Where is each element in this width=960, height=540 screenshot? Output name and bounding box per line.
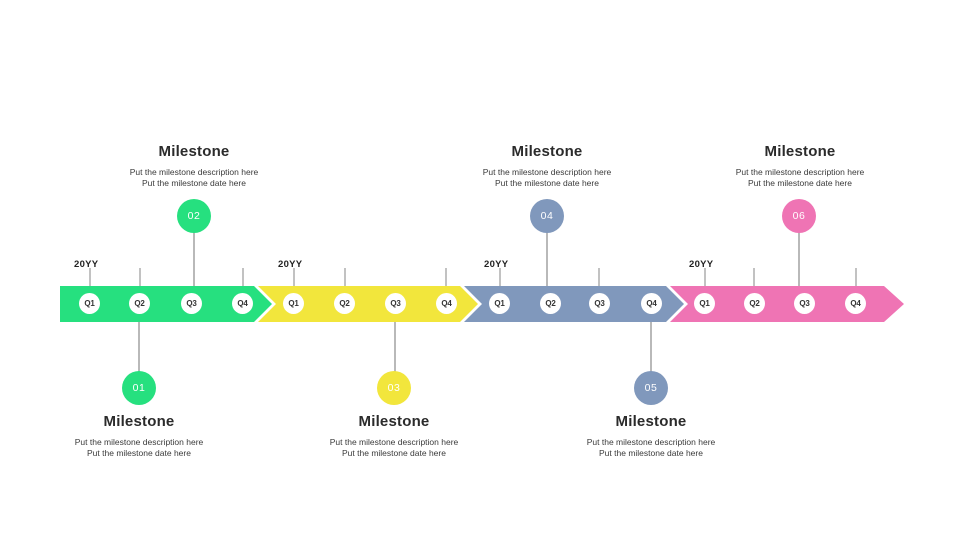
milestone-description: Put the milestone description here Put t…: [9, 437, 269, 459]
milestone-description: Put the milestone description here Put t…: [417, 167, 677, 189]
quarter-badge-q3[interactable]: Q3: [181, 293, 202, 314]
milestone-callout-03: Milestone Put the milestone description …: [264, 413, 524, 459]
milestone-callout-01: Milestone Put the milestone description …: [9, 413, 269, 459]
milestone-description-line2: Put the milestone date here: [495, 178, 599, 188]
quarter-badge-q2[interactable]: Q2: [540, 293, 561, 314]
milestone-circle-05[interactable]: 05: [634, 371, 668, 405]
milestone-title: Milestone: [615, 413, 687, 430]
quarter-tick: [293, 268, 295, 286]
milestone-title: Milestone: [764, 143, 836, 160]
quarter-badge-q1[interactable]: Q1: [489, 293, 510, 314]
quarter-badge-q2[interactable]: Q2: [744, 293, 765, 314]
milestone-description-line1: Put the milestone description here: [735, 167, 865, 177]
milestone-description-line2: Put the milestone date here: [748, 178, 852, 188]
quarter-badge-q4[interactable]: Q4: [641, 293, 662, 314]
milestone-description-line1: Put the milestone description here: [74, 437, 204, 447]
milestone-description-line1: Put the milestone description here: [586, 437, 716, 447]
quarter-tick: [139, 268, 141, 286]
year-label-segment-4: 20YY: [689, 259, 714, 270]
milestone-description-line2: Put the milestone date here: [599, 448, 703, 458]
quarter-badge-q3[interactable]: Q3: [385, 293, 406, 314]
milestone-description: Put the milestone description here Put t…: [670, 167, 930, 189]
milestone-description: Put the milestone description here Put t…: [264, 437, 524, 459]
quarter-tick: [499, 268, 501, 286]
milestone-stem-05: [650, 322, 652, 372]
milestone-callout-05: Milestone Put the milestone description …: [521, 413, 781, 459]
milestone-description-line1: Put the milestone description here: [329, 437, 459, 447]
quarter-tick: [704, 268, 706, 286]
quarter-badge-q3[interactable]: Q3: [589, 293, 610, 314]
quarter-tick: [89, 268, 91, 286]
milestone-description-line2: Put the milestone date here: [342, 448, 446, 458]
milestone-circle-02[interactable]: 02: [177, 199, 211, 233]
quarter-tick: [753, 268, 755, 286]
milestone-stem-03: [394, 322, 396, 372]
quarter-tick: [598, 268, 600, 286]
milestone-title: Milestone: [103, 413, 175, 430]
milestone-description-line1: Put the milestone description here: [482, 167, 612, 177]
milestone-description: Put the milestone description here Put t…: [521, 437, 781, 459]
milestone-circle-06[interactable]: 06: [782, 199, 816, 233]
year-label-segment-2: 20YY: [278, 259, 303, 270]
quarter-badge-q1[interactable]: Q1: [283, 293, 304, 314]
milestone-stem-02: [193, 231, 195, 286]
milestone-circle-01[interactable]: 01: [122, 371, 156, 405]
year-label-segment-1: 20YY: [74, 259, 99, 270]
quarter-badge-q2[interactable]: Q2: [129, 293, 150, 314]
quarter-tick: [445, 268, 447, 286]
milestone-callout-06: Milestone Put the milestone description …: [670, 143, 930, 189]
quarter-badge-q4[interactable]: Q4: [436, 293, 457, 314]
milestone-description-line1: Put the milestone description here: [129, 167, 259, 177]
milestone-description-line2: Put the milestone date here: [142, 178, 246, 188]
milestone-stem-04: [546, 231, 548, 286]
quarter-badge-q1[interactable]: Q1: [79, 293, 100, 314]
milestone-title: Milestone: [511, 143, 583, 160]
quarter-tick: [242, 268, 244, 286]
quarter-badge-q3[interactable]: Q3: [794, 293, 815, 314]
quarter-badge-q1[interactable]: Q1: [694, 293, 715, 314]
milestone-callout-04: Milestone Put the milestone description …: [417, 143, 677, 189]
quarter-tick: [855, 268, 857, 286]
quarter-badge-q4[interactable]: Q4: [232, 293, 253, 314]
milestone-description: Put the milestone description here Put t…: [64, 167, 324, 189]
milestone-circle-03[interactable]: 03: [377, 371, 411, 405]
quarter-badge-q2[interactable]: Q2: [334, 293, 355, 314]
milestone-circle-04[interactable]: 04: [530, 199, 564, 233]
milestone-callout-02: Milestone Put the milestone description …: [64, 143, 324, 189]
quarter-tick: [344, 268, 346, 286]
milestone-description-line2: Put the milestone date here: [87, 448, 191, 458]
milestone-title: Milestone: [158, 143, 230, 160]
year-label-segment-3: 20YY: [484, 259, 509, 270]
milestone-stem-06: [798, 231, 800, 286]
milestone-title: Milestone: [358, 413, 430, 430]
milestone-stem-01: [138, 322, 140, 372]
quarter-badge-q4[interactable]: Q4: [845, 293, 866, 314]
